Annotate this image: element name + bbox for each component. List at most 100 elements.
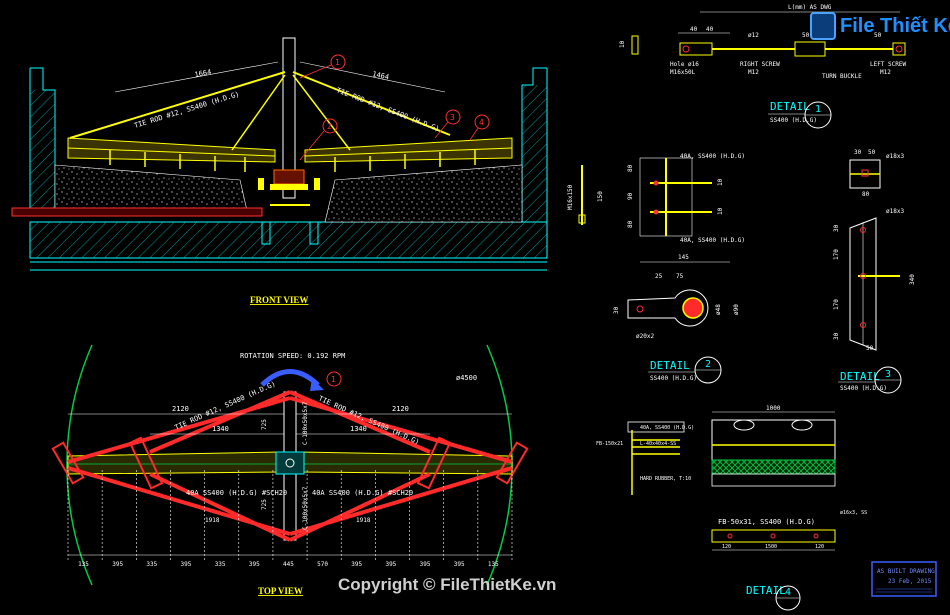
tie-rod-right <box>292 71 451 136</box>
detail1-label: DETAIL <box>770 100 810 113</box>
d3-v170b: 170 <box>833 299 840 310</box>
d1-50: 50 <box>802 32 810 39</box>
front-tie-rod-right-label: TIE ROD #12, SS400 (H.D.G) <box>335 86 440 133</box>
d1-left-screw: LEFT SCREW <box>870 61 907 68</box>
d1-left-m: M12 <box>880 69 891 76</box>
top-dim-2120-left: 2120 <box>172 405 189 413</box>
d4-bd-1: 1500 <box>765 544 777 550</box>
distributor-arm-left <box>67 137 276 172</box>
top-angle-right-label: 40A SS400 (H.D.G) #SCH20 <box>312 489 413 497</box>
d3-v30: 30 <box>833 224 840 232</box>
top-center-hub <box>275 451 305 475</box>
bottom-dim-label: 135 <box>78 561 89 568</box>
top-view: ø4500 ROTATION SPEED: 0.192 RPM 1 <box>51 344 529 596</box>
gravel-bed-right <box>324 164 523 223</box>
d1-50r: 50 <box>874 32 882 39</box>
svg-text:1: 1 <box>331 375 336 384</box>
detail1-sub: SS400 (H.D.G) <box>770 117 817 124</box>
d3-v170: 170 <box>833 249 840 260</box>
as-built-stamp: AS BUILT DRAWING 23 Feb, 2015 <box>871 561 937 597</box>
detail3-label: DETAIL <box>840 370 880 383</box>
rotation-speed-label: ROTATION SPEED: 0.192 RPM <box>240 352 345 360</box>
tie-rod-left <box>69 71 286 139</box>
tank-wall-right <box>521 67 548 223</box>
front-callout-4: 4 <box>469 114 490 141</box>
detail4-label: DETAIL <box>746 584 786 597</box>
front-callout-2: 2 <box>299 118 338 161</box>
d2-v80: 80 <box>627 164 634 172</box>
d2-h30: 30 <box>613 306 620 314</box>
d3-hole-a: ø18x3 <box>886 153 904 160</box>
bottom-dim-label: 335 <box>215 561 226 568</box>
bottom-dim-label: 135 <box>488 561 499 568</box>
front-view: 1664 1464 TIE ROD #12, SS400 (H.D.G) TIE… <box>11 37 548 305</box>
tank-wall-left <box>29 67 56 211</box>
top-channel-bot-label: C-100x50x5x7 <box>302 486 309 530</box>
svg-text:1: 1 <box>335 58 340 67</box>
tie-rod-brace <box>231 74 286 151</box>
svg-text:4: 4 <box>479 118 484 127</box>
top-d1918-right: 1918 <box>356 517 371 524</box>
bottom-dim-label: 395 <box>454 561 465 568</box>
top-dim-1340-left: 1340 <box>212 425 229 433</box>
d3-50: 50 <box>868 149 876 156</box>
logo-text: File Thiết Kế.vn <box>840 15 950 37</box>
d2-dia48: ø48 <box>715 304 722 315</box>
d1-right-screw: RIGHT SCREW <box>740 61 780 68</box>
d1-turn-buckle: TURN BUCKLE <box>822 73 862 80</box>
bottom-dim-label: 395 <box>112 561 123 568</box>
top-angle-left-label: 40A SS400 (H.D.G) #SCH20 <box>186 489 287 497</box>
front-dim-right: 1464 <box>372 70 390 81</box>
bottom-dim-label: 395 <box>249 561 260 568</box>
top-ring-dia: ø4500 <box>456 374 477 382</box>
bottom-dim-label: 570 <box>317 561 328 568</box>
detail2-label: DETAIL <box>650 359 690 372</box>
top-tie-rod-right-label: TIE ROD #12, SS400 (H.D.G) <box>317 395 420 447</box>
stamp-line1: AS BUILT DRAWING <box>877 568 935 575</box>
top-hub-center-icon <box>285 458 295 468</box>
d2-dia90: ø90 <box>733 304 740 315</box>
d2-v10b: 10 <box>717 207 724 215</box>
d4-dia: ø16x3, SS <box>840 510 867 516</box>
bottom-dim-label: 335 <box>146 561 157 568</box>
detail3-number: 3 <box>885 369 891 380</box>
inlet-pipe <box>11 207 263 217</box>
d1-10: 10 <box>619 40 626 48</box>
d2-75: 75 <box>676 273 684 280</box>
file-icon <box>810 12 836 40</box>
d2-25: 25 <box>655 273 663 280</box>
d2-v10: 10 <box>717 178 724 186</box>
d4-bd-0: 120 <box>722 544 731 550</box>
rotation-arrowhead-icon <box>310 378 324 391</box>
top-v725-top: 725 <box>261 419 268 430</box>
d4-fb-b: L-40x40x4-SS <box>640 441 676 447</box>
front-dim-left: 1664 <box>194 68 212 79</box>
top-d1918-left: 1918 <box>205 517 220 524</box>
detail-1: L(mm) AS DWG 40 40 ø12 50 50 Hole ø16 M1… <box>619 4 907 129</box>
bottom-dim-label: 445 <box>283 561 294 568</box>
front-callout-1: 1 <box>299 54 346 79</box>
bottom-dim-label: 395 <box>351 561 362 568</box>
top-main-beam <box>67 451 513 475</box>
d3-v340: 340 <box>909 274 916 285</box>
detail2-sub: SS400 (H.D.G) <box>650 375 697 382</box>
d4-bd-2: 120 <box>815 544 824 550</box>
detail2-number: 2 <box>705 359 711 370</box>
d4-fb-a: 40A, SS400 (H.D.G) <box>640 425 694 431</box>
detail1-number: 1 <box>815 104 821 115</box>
d2-hole: ø20x2 <box>636 333 654 340</box>
detail-4: FB-150x21 40A, SS400 (H.D.G) L-40x40x4-S… <box>596 405 867 611</box>
distributor-arm-right <box>304 137 513 172</box>
svg-text:3: 3 <box>450 113 455 122</box>
top-dim-2120-right: 2120 <box>392 405 409 413</box>
d4-fb-bottom: FB-50x31, SS400 (H.D.G) <box>718 518 815 526</box>
top-end-brackets <box>51 436 529 490</box>
d2-bolt: M16x150 <box>567 184 574 210</box>
d2-v80b: 80 <box>627 220 634 228</box>
tank-floor <box>29 221 548 271</box>
d2-v90: 90 <box>627 192 634 200</box>
top-tie-rods <box>67 390 513 542</box>
d2-150: 150 <box>597 191 604 202</box>
detail-3: 30 50 80 ø18x3 ø18x3 30 170 170 30 340 5… <box>833 149 916 394</box>
